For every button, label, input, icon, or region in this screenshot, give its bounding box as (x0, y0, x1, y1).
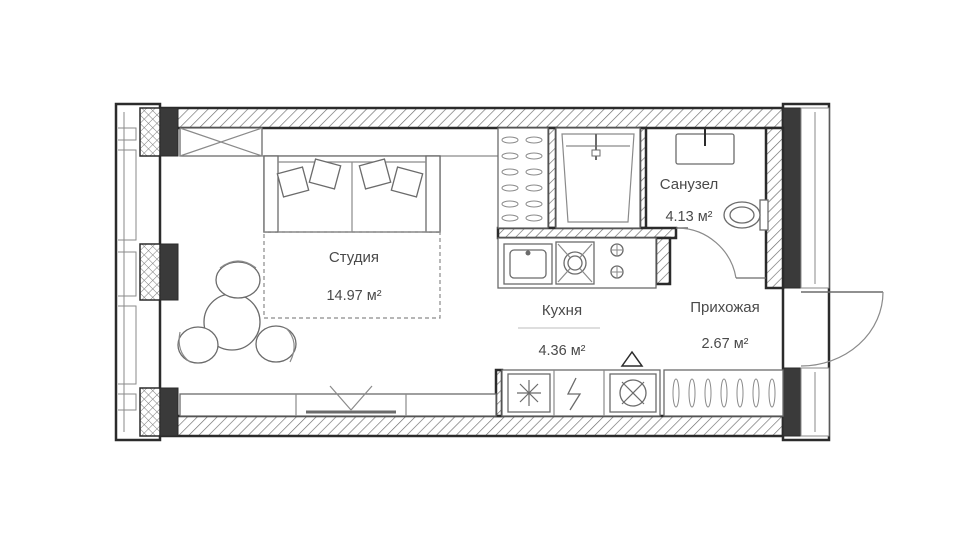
room-name-bathroom: Санузел (660, 176, 718, 193)
room-area-hallway: 2.67 м² (701, 336, 748, 352)
room-area-kitchen: 4.36 м² (538, 343, 585, 359)
room-kitchen: Кухня 4.36 м² (538, 302, 585, 359)
sofa (263, 155, 441, 233)
room-area-studio: 14.97 м² (326, 288, 381, 304)
shower (555, 127, 641, 229)
bathroom-door (676, 227, 766, 279)
room-name-studio: Студия (329, 249, 379, 266)
entrance-door (800, 291, 884, 367)
tv-console (179, 385, 497, 417)
kitchen-counter-bottom (501, 350, 661, 417)
hallway-rack (663, 369, 784, 417)
room-name-kitchen: Кухня (542, 302, 582, 319)
toilet (723, 199, 769, 231)
shoe-rack (497, 127, 549, 229)
room-bathroom: Санузел 4.13 м² (660, 176, 718, 225)
exterior-walls (114, 102, 831, 442)
rug-outline (263, 231, 441, 319)
room-area-bathroom: 4.13 м² (665, 209, 712, 225)
kitchen-counter-top (497, 237, 657, 289)
room-studio: Студия 14.97 м² (326, 249, 381, 304)
room-name-hallway: Прихожая (690, 299, 760, 316)
wardrobe (179, 127, 498, 157)
sink (675, 128, 735, 165)
chairs (177, 260, 297, 364)
room-hallway: Прихожая 2.67 м² (690, 299, 760, 352)
